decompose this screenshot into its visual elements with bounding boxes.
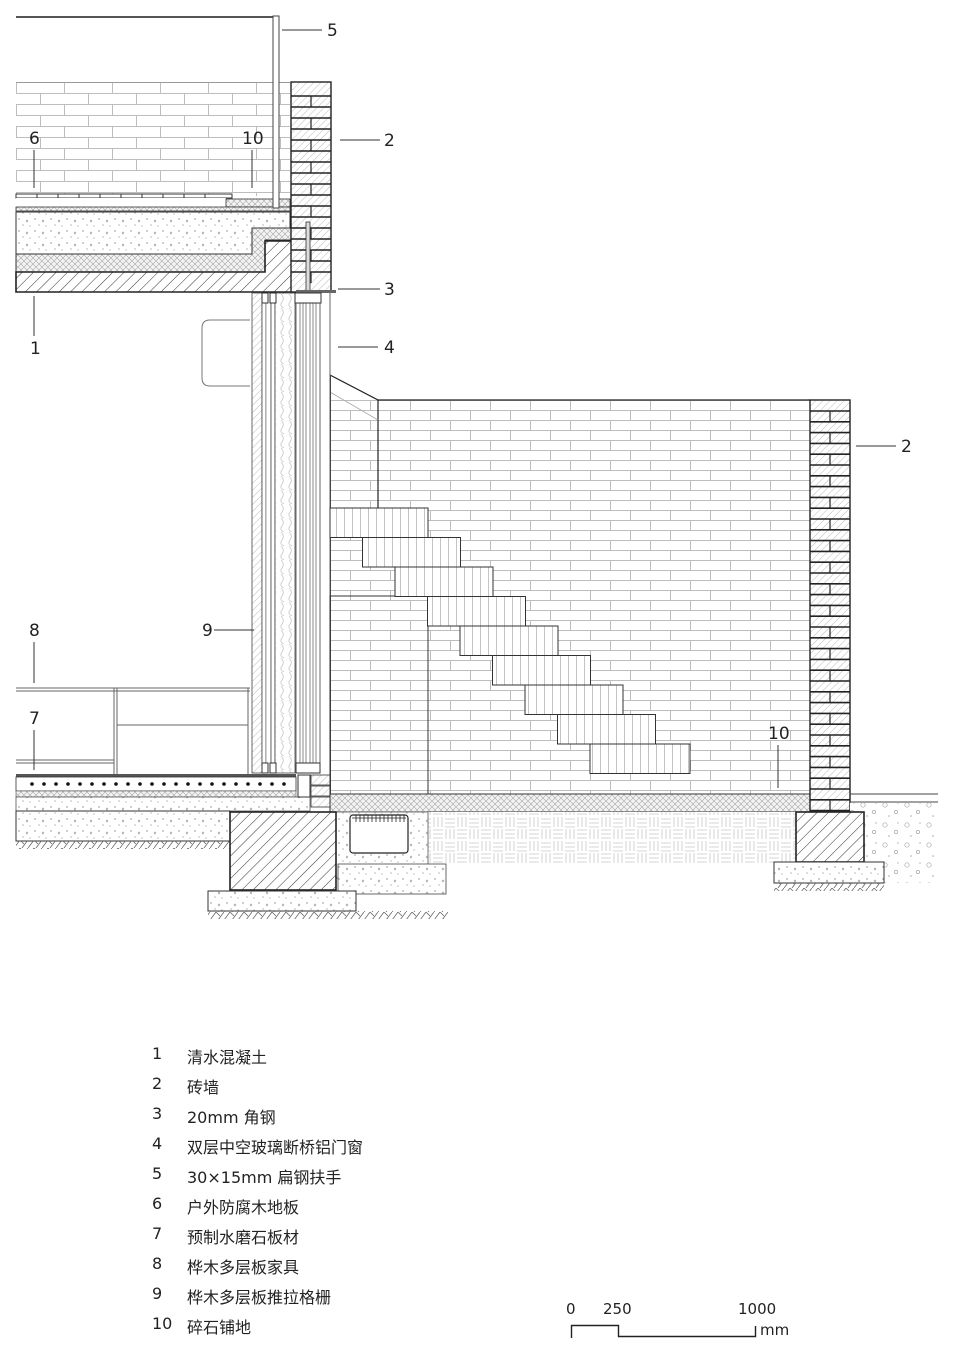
sliding-screen [251, 292, 296, 774]
scale-tick-250: 250 [603, 1300, 632, 1318]
interior-panel [201, 319, 250, 387]
legend-number: 2 [152, 1074, 163, 1093]
callout-2-top: 2 [384, 131, 395, 151]
foundations [207, 811, 885, 919]
scale-bar-graphic [570, 1324, 757, 1338]
callout-3: 3 [384, 280, 395, 300]
legend-text: 20mm 角钢 [187, 1108, 276, 1127]
gravel-edge-top [225, 198, 291, 208]
legend-text: 30×15mm 扁钢扶手 [187, 1168, 342, 1187]
scale-tick-0: 0 [566, 1300, 576, 1318]
callout-10-bottom: 10 [768, 724, 790, 744]
callout-2-right: 2 [901, 437, 912, 457]
drain-channel [349, 814, 409, 854]
stair-tread [589, 743, 691, 774]
stair-tread [427, 596, 526, 627]
brick-wall-upper [290, 81, 332, 293]
callout-6: 6 [29, 129, 40, 149]
legend-number: 9 [152, 1284, 163, 1303]
stair-tread [329, 507, 429, 538]
legend-text: 砖墙 [187, 1078, 220, 1097]
legend-text: 预制水磨石板材 [187, 1228, 300, 1247]
legend-number: 3 [152, 1104, 163, 1123]
strip-footing-right [795, 811, 865, 863]
upper-terrace [15, 15, 308, 293]
brick-wall-right [809, 399, 851, 813]
callout-7: 7 [29, 709, 40, 729]
wood-decking [15, 193, 233, 206]
stair-tread [362, 537, 461, 568]
legend-text: 碎石铺地 [187, 1318, 252, 1337]
angle-steel [296, 290, 336, 293]
callout-4: 4 [384, 338, 395, 358]
section-drawing: 5 2 6 10 3 1 4 2 8 9 7 10 [15, 15, 938, 919]
strip-footing-left [229, 811, 337, 891]
legend-text: 桦木多层板推拉格栅 [187, 1288, 332, 1307]
callout-leaders [33, 29, 896, 788]
stair-treads [329, 507, 691, 774]
legend-number: 4 [152, 1134, 163, 1153]
scale-unit: mm [760, 1321, 790, 1339]
legend-text: 户外防腐木地板 [187, 1198, 300, 1217]
legend-number: 10 [152, 1314, 173, 1333]
callout-9: 9 [202, 621, 213, 641]
callout-1: 1 [30, 339, 41, 359]
threshold [297, 774, 331, 808]
legend-text: 桦木多层板家具 [187, 1258, 300, 1277]
legend-number: 6 [152, 1194, 163, 1213]
stair-tread [492, 655, 591, 686]
legend-number: 1 [152, 1044, 163, 1063]
callout-10-top: 10 [242, 129, 264, 149]
callout-8: 8 [29, 621, 40, 641]
legend-number: 5 [152, 1164, 163, 1183]
legend-text: 双层中空玻璃断桥铝门窗 [187, 1138, 364, 1157]
stair-tread [459, 625, 559, 656]
interior-floor [15, 774, 311, 849]
gravel-paving [329, 793, 811, 813]
callout-5: 5 [327, 21, 338, 41]
stair-tread [394, 566, 494, 597]
birch-furniture [16, 687, 250, 774]
legend-number: 8 [152, 1254, 163, 1273]
callout-labels: 5 2 6 10 3 1 4 2 8 9 7 10 [29, 21, 912, 744]
legend-number: 7 [152, 1224, 163, 1243]
glazed-window [294, 292, 331, 775]
handrail-post [272, 15, 280, 209]
scale-tick-1000: 1000 [738, 1300, 777, 1318]
legend-text: 清水混凝土 [187, 1048, 268, 1067]
stair-tread [524, 684, 624, 715]
stair-tread [557, 714, 656, 745]
screed-layer [15, 211, 291, 255]
upper-brick-elevation [16, 82, 290, 196]
